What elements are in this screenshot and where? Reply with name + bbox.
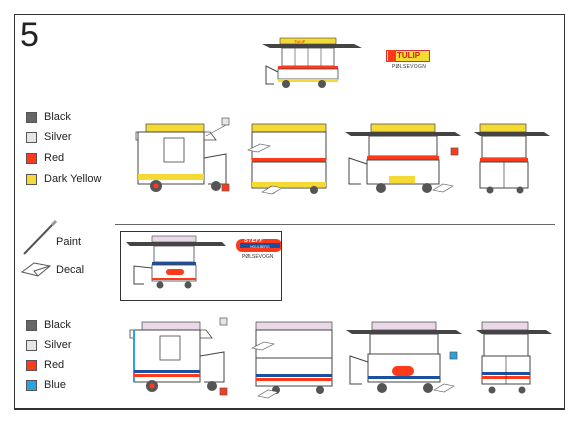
legend-item-red: Red (26, 358, 64, 372)
steff-logo-brand: STEFF (244, 238, 263, 244)
legend-label: Red (44, 359, 65, 371)
steff-logo-subtitle: PØLSEVOGN (242, 254, 274, 260)
decal-label: Decal (56, 264, 85, 276)
legend-item-silver: Silver (26, 338, 72, 352)
legend-label: Blue (44, 379, 67, 391)
paint-label: Paint (56, 236, 82, 248)
legend-label: Red (44, 152, 65, 164)
tulip-cart-view-4 (474, 123, 550, 194)
swatch-silver (26, 339, 37, 351)
legend-item-silver: Silver (26, 130, 72, 144)
tulip-cart-preview: TULIP (262, 37, 362, 88)
tulip-logo-plate (386, 50, 430, 62)
swatch-black (26, 111, 37, 123)
steff-cart-inset-drawing (126, 235, 226, 289)
legend-item-red: Red (26, 151, 64, 165)
swatch-dark-yellow (26, 173, 37, 185)
legend-label: Black (44, 319, 71, 331)
tulip-flower-icon (388, 50, 396, 62)
swatch-red (26, 152, 37, 164)
legend-item-blue: Blue (26, 378, 66, 392)
legend-label: Black (44, 111, 71, 123)
section-divider (115, 224, 555, 225)
legend-item-dark-yellow: Dark Yellow (26, 172, 101, 186)
cart-panel-label: TULIP (294, 39, 306, 44)
legend-label: Dark Yellow (44, 173, 102, 185)
steff-cart-view-4 (476, 321, 552, 394)
swatch-blue (26, 379, 37, 391)
legend-item-black: Black (26, 318, 71, 332)
step-number: 5 (20, 16, 39, 54)
swatch-black (26, 319, 37, 331)
legend-label: Silver (44, 339, 72, 351)
steff-cart-view-3 (346, 321, 462, 393)
steff-cart-view-2 (251, 321, 333, 399)
legend-item-black: Black (26, 110, 71, 124)
tulip-logo-subtitle: PØLSEVOGN (392, 64, 427, 70)
tulip-logo-brand: TULIP (397, 51, 421, 60)
steff-cart-inset (120, 231, 282, 301)
steff-logo: STEFF HOULBERG PØLSEVOGN (236, 238, 286, 265)
steff-logo-sub-brand: HOULBERG (250, 245, 270, 249)
decal-icon (20, 262, 52, 277)
tulip-cart-view-2 (247, 123, 327, 195)
steff-cart-view-1 (129, 317, 228, 396)
swatch-silver (26, 131, 37, 143)
tulip-cart-view-1 (135, 117, 230, 192)
steff-logo-stripe (240, 243, 280, 248)
page-frame (14, 14, 565, 410)
tulip-logo: TULIP PØLSEVOGN (386, 50, 444, 74)
legend-label: Silver (44, 131, 72, 143)
page-frame-bottom (14, 408, 565, 410)
tulip-cart-view-3 (345, 123, 461, 193)
paint-brush-icon (23, 219, 58, 255)
swatch-red (26, 359, 37, 371)
